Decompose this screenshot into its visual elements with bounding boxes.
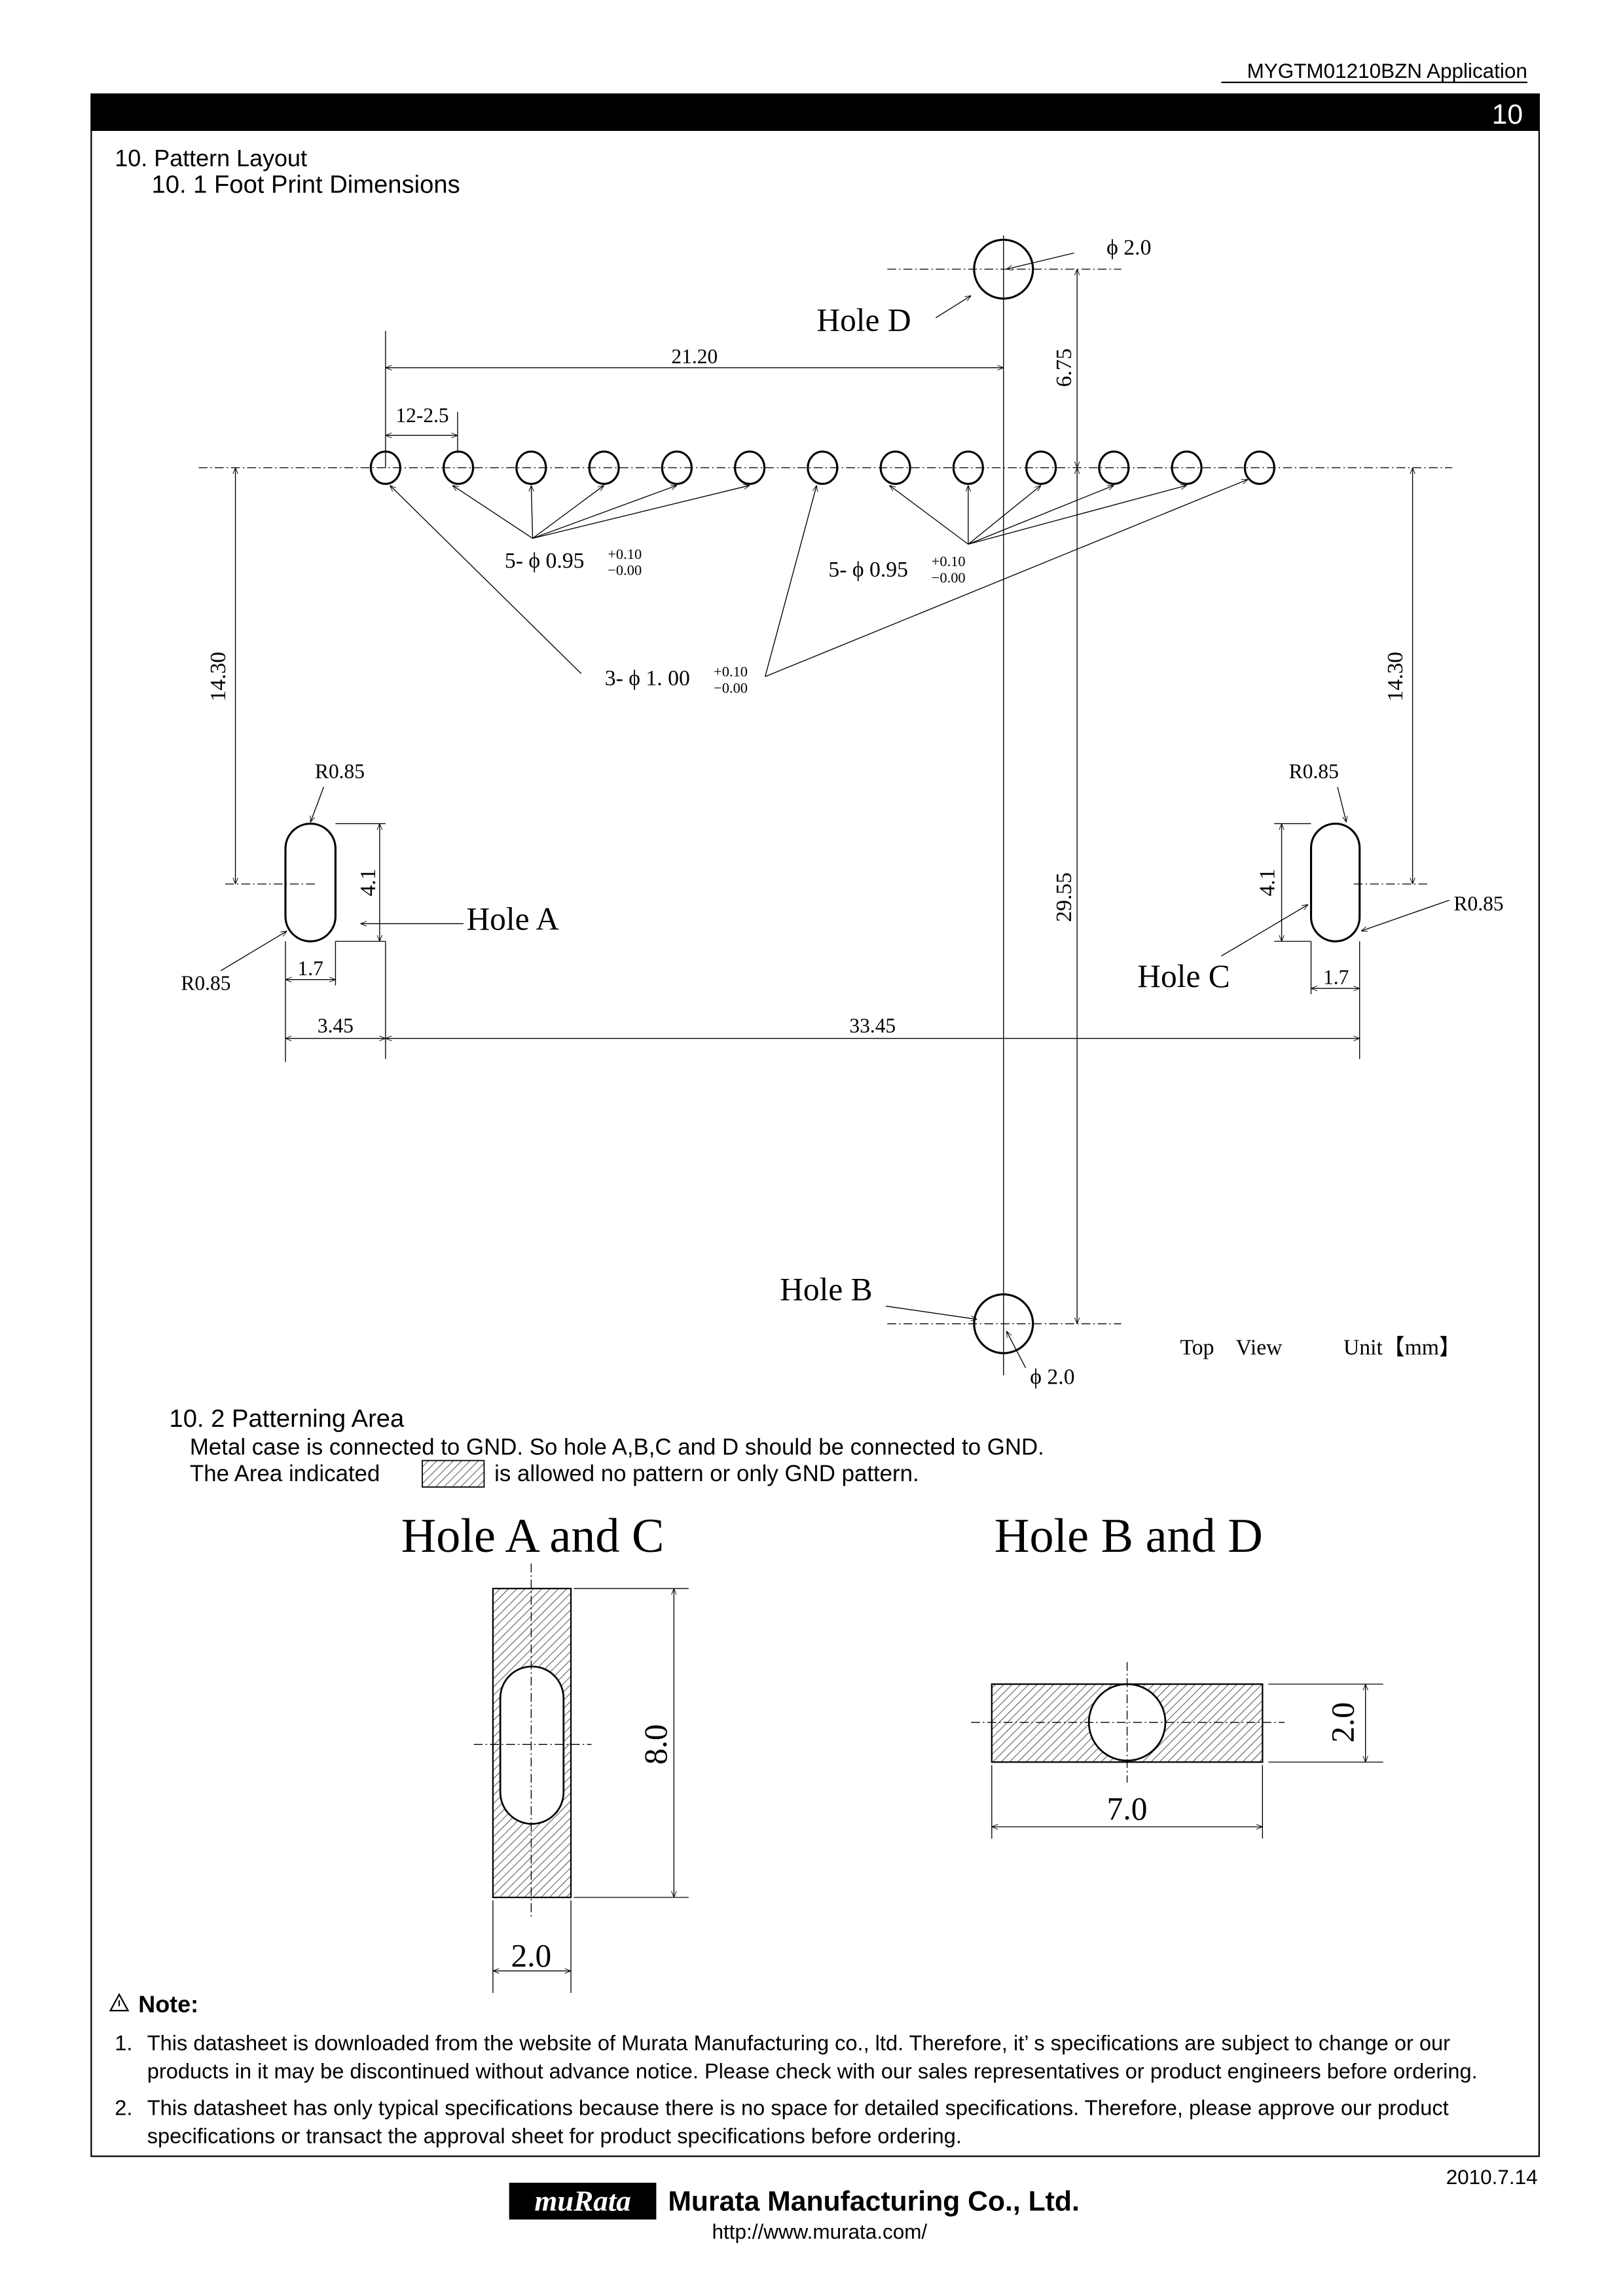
svg-text:muRata: muRata (534, 2185, 630, 2217)
group-large-label: 3- ϕ 1. 00 (605, 666, 690, 691)
hole-b-label: Hole B (780, 1272, 872, 1308)
leader-line (452, 486, 533, 539)
leader-line (968, 486, 1041, 545)
pin-hole (515, 450, 547, 485)
pin-hole (952, 450, 984, 485)
page-number: 10 (1492, 99, 1523, 130)
hole-c (1309, 822, 1361, 942)
figure-hole-b-d: Hole B and D 2.0 7.0 (971, 1509, 1383, 1839)
hole-c-label: Hole C (1137, 958, 1230, 994)
unit-label: Unit【mm】 (1343, 1336, 1461, 1360)
murata-logo: muRata (509, 2182, 657, 2220)
pin-hole (588, 450, 620, 485)
pin-hole (1098, 450, 1130, 485)
svg-text:1.7: 1.7 (1323, 965, 1349, 988)
svg-text:The Area indicated: The Area indicated (190, 1461, 380, 1486)
svg-text:7.0: 7.0 (1107, 1791, 1148, 1827)
dim-pitch: 12-2.5 (395, 404, 448, 427)
svg-text:Note:: Note: (138, 1990, 198, 2017)
leader-line (765, 478, 1248, 677)
svg-text:2.: 2. (115, 2096, 132, 2120)
leader-line (532, 486, 750, 539)
figure-hole-a-c: Hole A and C 8.0 2.0 (401, 1509, 689, 1994)
svg-text:1.7: 1.7 (298, 957, 323, 980)
leader-line (765, 486, 817, 677)
pin-hole (879, 450, 911, 485)
svg-text:−0.00: −0.00 (714, 679, 748, 696)
pin-hole (1025, 450, 1057, 485)
svg-text:specifications or transact the: specifications or transact the approval … (147, 2124, 962, 2147)
hole-d-label: Hole D (816, 302, 911, 338)
company-url[interactable]: http://www.murata.com/ (712, 2220, 928, 2243)
hole-b (973, 1293, 1034, 1355)
pin-hole (1171, 450, 1203, 485)
dim-29-55: 29.55 (1052, 872, 1076, 922)
section-subtitle: 10. 1 Foot Print Dimensions (151, 170, 460, 198)
pin-hole (734, 450, 766, 485)
svg-text:Hole B and D: Hole B and D (994, 1509, 1263, 1563)
svg-text:2.0: 2.0 (511, 1938, 551, 1974)
hole-d-dia: ϕ 2.0 (1106, 236, 1151, 260)
svg-text:+0.10: +0.10 (714, 664, 748, 680)
pin-hole (443, 450, 475, 485)
leader-line (532, 486, 604, 539)
svg-text:R0.85: R0.85 (181, 971, 230, 994)
svg-text:33.45: 33.45 (849, 1014, 896, 1037)
hatch-swatch (422, 1460, 485, 1488)
group-right-label: 5- ϕ 0.95 (828, 558, 908, 582)
leader-line (532, 486, 677, 539)
svg-text:R0.85: R0.85 (1289, 760, 1339, 783)
footer-date: 2010.7.14 (1446, 2166, 1538, 2189)
svg-text:−0.00: −0.00 (932, 569, 966, 586)
svg-text:R0.85: R0.85 (315, 760, 365, 783)
svg-text:+0.10: +0.10 (608, 546, 642, 562)
view-label: Top View (1180, 1336, 1283, 1360)
svg-text:This datasheet is downloaded f: This datasheet is downloaded from the we… (147, 2032, 1450, 2055)
section-title: 10. Pattern Layout (115, 145, 307, 171)
pin-hole (807, 450, 839, 485)
svg-text:−0.00: −0.00 (608, 562, 642, 579)
leader-line (390, 486, 582, 674)
leader-line (968, 484, 1114, 545)
hole-b-dia: ϕ 2.0 (1030, 1365, 1074, 1390)
leader-line (890, 486, 969, 545)
document-title: MYGTM01210BZN Application (1247, 60, 1527, 82)
svg-text:4.1: 4.1 (1255, 869, 1279, 896)
svg-text:3.45: 3.45 (318, 1014, 354, 1037)
svg-text:1.: 1. (115, 2032, 132, 2055)
header-bar (91, 94, 1539, 132)
dim-6-75: 6.75 (1052, 348, 1076, 387)
footprint-drawing: ϕ 2.0 Hole D 21.20 12-2.5 6.75 29.55 5- … (181, 235, 1504, 1390)
leader-line (531, 486, 532, 539)
svg-text:is allowed no pattern or only: is allowed no pattern or only GND patter… (494, 1461, 919, 1486)
dim-21-20: 21.20 (671, 345, 718, 368)
dim-14-30-left: 14.30 (206, 652, 230, 702)
leader-line (968, 486, 1187, 545)
hole-a (284, 822, 337, 942)
svg-text:R0.85: R0.85 (1454, 892, 1504, 915)
company-name: Murata Manufacturing Co., Ltd. (668, 2186, 1079, 2217)
svg-text:This datasheet has only typica: This datasheet has only typical specific… (147, 2096, 1449, 2120)
svg-text:Hole A and C: Hole A and C (401, 1509, 665, 1563)
hole-a-label: Hole A (466, 901, 559, 937)
dim-14-30-right: 14.30 (1383, 652, 1408, 702)
patterning-title: 10. 2 Patterning Area (169, 1405, 405, 1433)
svg-text:4.1: 4.1 (356, 869, 380, 896)
pin-holes (369, 450, 1275, 485)
pin-hole (1243, 450, 1275, 485)
page-frame (90, 93, 1541, 2157)
svg-text:+0.10: +0.10 (932, 553, 966, 569)
warning-icon (109, 1992, 130, 2012)
svg-text:products in it may be disconti: products in it may be discontinued witho… (147, 2059, 1478, 2083)
svg-text:Metal case is connected to GND: Metal case is connected to GND. So hole … (190, 1435, 1044, 1460)
group-left-label: 5- ϕ 0.95 (505, 548, 585, 573)
svg-text:2.0: 2.0 (1325, 1702, 1361, 1743)
hole-d (973, 238, 1034, 300)
svg-text:8.0: 8.0 (638, 1724, 674, 1765)
note-section: Note: 1. This datasheet is downloaded fr… (109, 1990, 1478, 2147)
pin-hole (661, 450, 693, 485)
